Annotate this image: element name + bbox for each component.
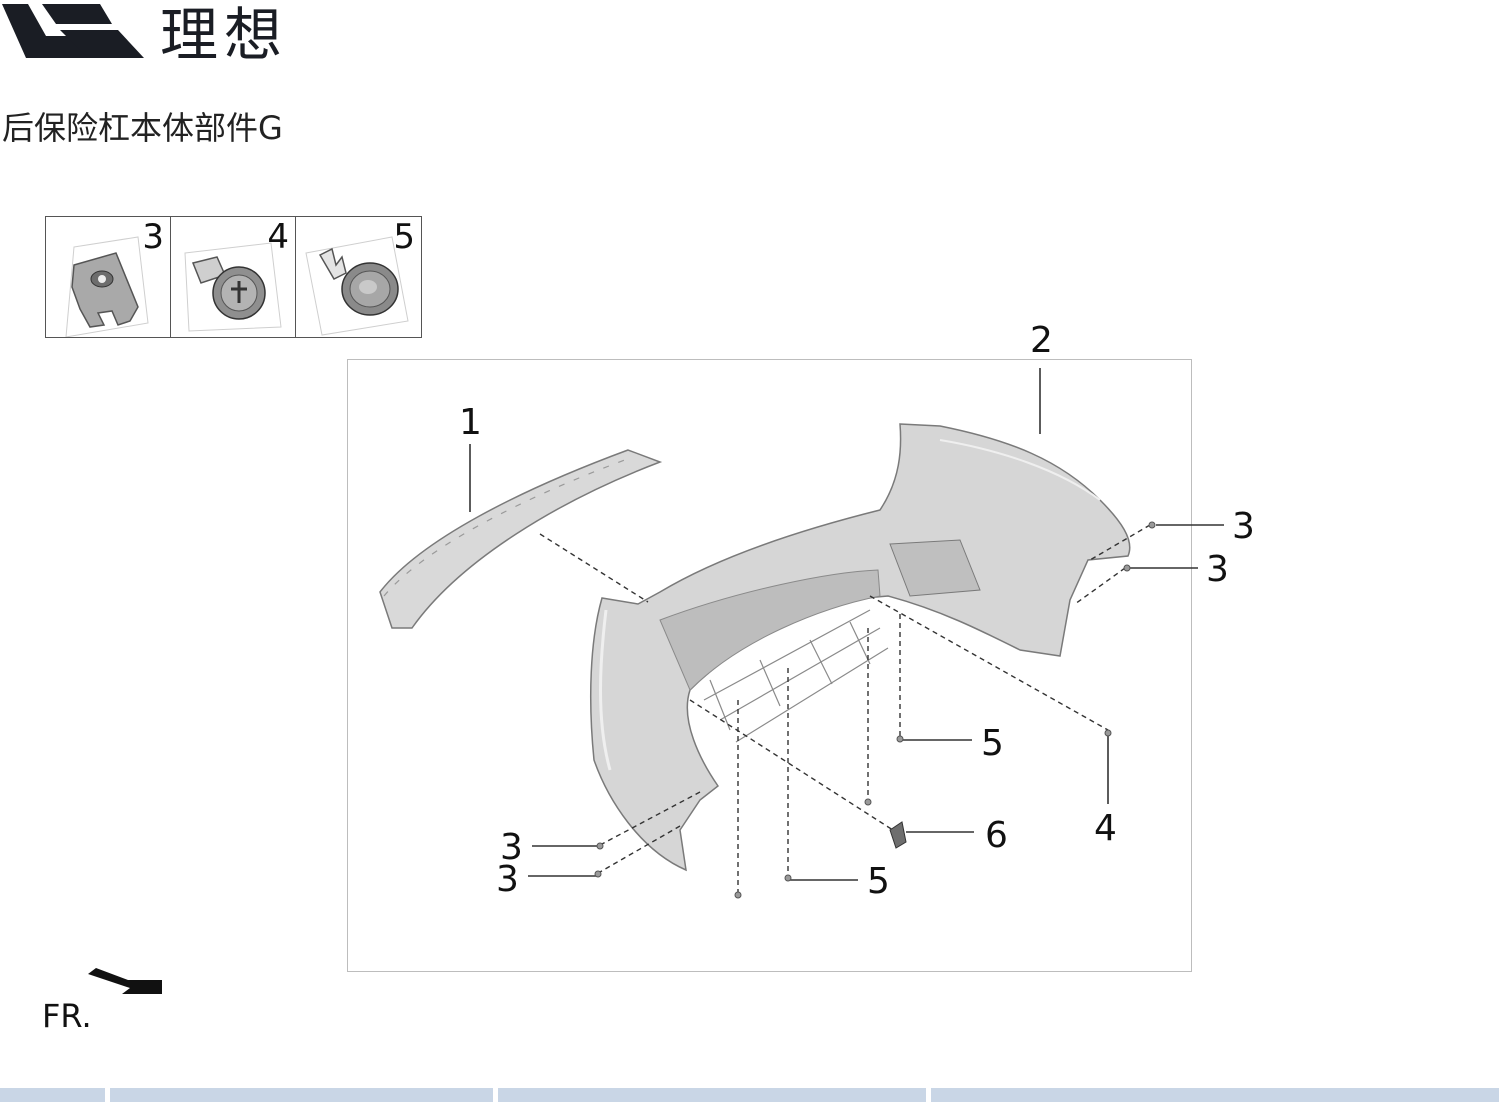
part-6-bracket	[889, 821, 907, 849]
callout-3-upper-right: 3	[1232, 506, 1255, 547]
bottom-bar-cell	[0, 1088, 105, 1102]
front-orientation-label: FR.	[42, 997, 92, 1035]
thumbnail-part-5[interactable]: 5	[296, 217, 421, 337]
callout-3-left-upper: 3	[500, 827, 523, 868]
bottom-bar-cell	[110, 1088, 493, 1102]
bottom-table-header-bar	[0, 1088, 1504, 1102]
callout-2: 2	[1030, 320, 1053, 361]
thumbnail-number: 5	[393, 217, 415, 257]
thumbnail-part-3[interactable]: 3	[46, 217, 171, 337]
bottom-bar-cell	[931, 1088, 1499, 1102]
part-2-bumper-body	[589, 423, 1131, 872]
bottom-bar-cell	[498, 1088, 926, 1102]
li-auto-logo-icon	[2, 4, 144, 58]
page-title: 后保险杠本体部件G	[2, 109, 283, 147]
callout-3-left-lower: 3	[496, 859, 519, 900]
screw-icon	[184, 242, 282, 332]
diagram-frame	[347, 359, 1192, 972]
front-direction-arrow-icon	[88, 968, 162, 994]
thumbnail-number: 3	[142, 217, 164, 257]
parts-thumbnail-strip: 3 4 5	[45, 216, 422, 338]
callout-3-right: 3	[1206, 549, 1229, 590]
callout-6: 6	[985, 815, 1008, 856]
thumbnail-part-4[interactable]: 4	[171, 217, 296, 337]
brand-name: 理想	[160, 1, 289, 69]
clip-nut-icon	[65, 236, 149, 337]
callout-5-right: 5	[981, 723, 1004, 764]
callout-5-bottom: 5	[867, 861, 890, 902]
part-1-trim-strip	[379, 449, 663, 629]
callout-4: 4	[1094, 808, 1117, 849]
push-rivet-icon	[305, 236, 409, 336]
brand-header: 理想	[0, 0, 320, 70]
thumbnail-number: 4	[267, 217, 289, 257]
callout-1: 1	[459, 402, 482, 443]
